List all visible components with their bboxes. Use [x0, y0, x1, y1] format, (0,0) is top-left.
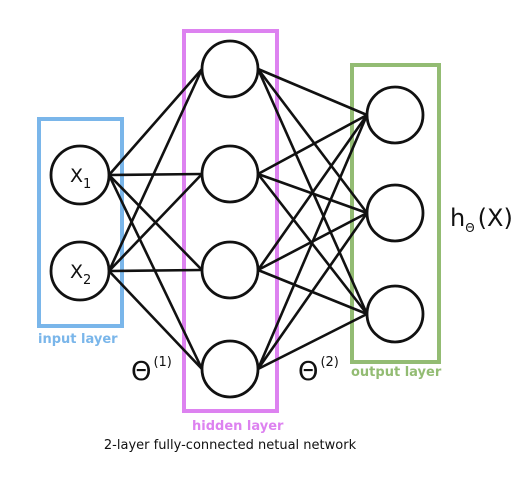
hidden-node-4 [200, 339, 260, 399]
output-node-3 [365, 284, 425, 344]
output-layer-label: output layer [351, 365, 442, 380]
input-node-1-label: X1 [70, 165, 91, 192]
hidden-node-2 [200, 144, 260, 204]
edge-hidden-4-to-output-2 [256, 212, 369, 370]
hidden-layer-box [182, 29, 279, 413]
output-node-1 [365, 85, 425, 145]
connections [107, 67, 369, 371]
input-node-2-label: X2 [70, 261, 91, 288]
theta-1-label: Θ(1) [131, 355, 172, 387]
hidden-node-1 [200, 39, 260, 99]
edge-hidden-1-to-output-2 [256, 68, 369, 214]
hidden-node-3 [200, 240, 260, 300]
edge-hidden-4-to-output-1 [256, 114, 369, 370]
output-layer-box [350, 63, 441, 364]
edge-input-2-to-hidden-2 [108, 173, 203, 272]
edge-hidden-3-to-output-1 [256, 114, 369, 271]
edge-input-2-to-hidden-3 [108, 268, 203, 273]
edge-input-1-to-hidden-1 [108, 68, 203, 176]
input-node-2 [49, 240, 111, 302]
edge-input-1-to-hidden-2 [108, 172, 203, 177]
input-layer-label: input layer [38, 332, 118, 347]
edge-input-2-to-hidden-1 [107, 68, 204, 272]
input-layer-box [37, 117, 124, 328]
hidden-layer-label: hidden layer [192, 419, 284, 434]
edge-hidden-1-to-output-1 [257, 67, 368, 117]
hypothesis-label: hΘ(X) [450, 204, 513, 235]
nodes [49, 39, 425, 399]
edge-hidden-4-to-output-3 [257, 312, 368, 371]
output-node-2 [365, 183, 425, 243]
diagram-caption: 2-layer fully-connected netual network [104, 438, 357, 453]
edge-input-1-to-hidden-4 [107, 174, 204, 370]
input-node-1 [49, 144, 111, 206]
edge-input-2-to-hidden-4 [108, 270, 203, 370]
edge-hidden-2-to-output-1 [257, 113, 368, 176]
theta-2-label: Θ(2) [298, 355, 339, 387]
